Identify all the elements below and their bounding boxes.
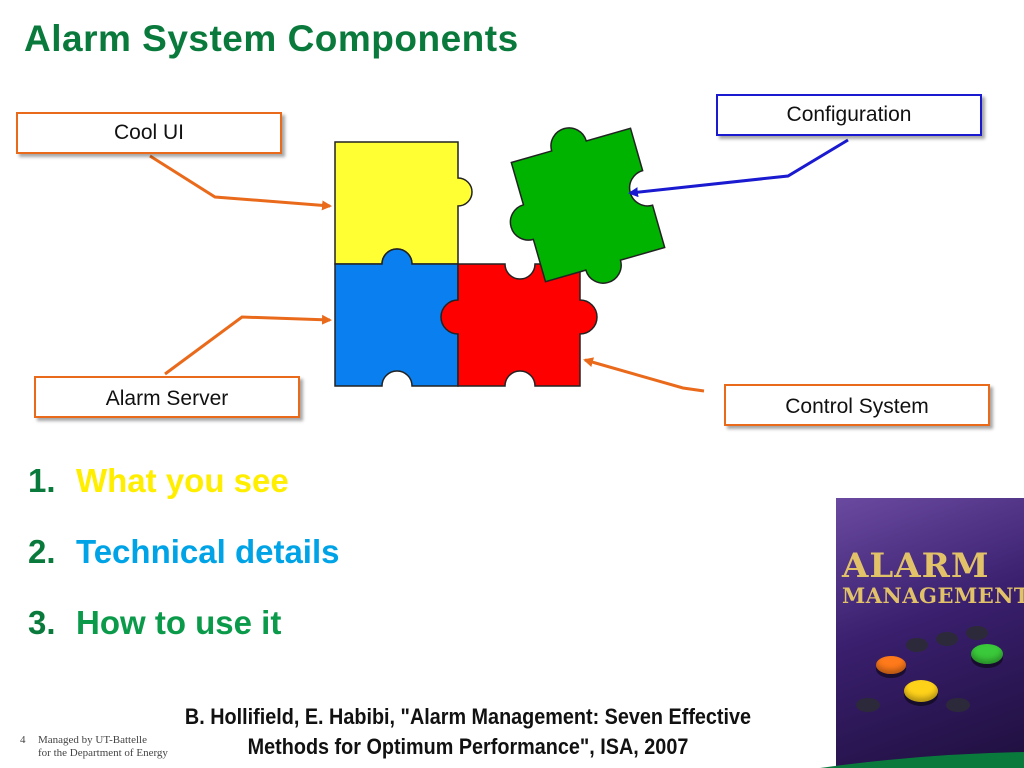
configuration-label: Configuration [786,103,912,126]
book-cover-image: ALARM MANAGEMENT: [836,498,1024,768]
puzzle-piece-blue [334,248,459,387]
puzzle-diagram [149,127,849,393]
footer-line: for the Department of Energy [38,747,168,759]
control-system-box: Control System [724,384,990,426]
list-text: What you see [76,462,289,499]
green-button-icon [971,644,1003,664]
list-text: How to use it [76,604,282,641]
list-number: 3. [28,604,56,641]
citation-line: B. Hollifield, E. Habibi, "Alarm Managem… [184,704,752,729]
arrow-control-system [583,357,705,393]
cool-ui-label: Cool UI [113,121,185,144]
puzzle-piece-red [440,263,598,387]
book-subtitle: MANAGEMENT: [842,583,1024,608]
puzzle-piece-yellow [334,141,473,265]
page-number: 4 [20,734,26,746]
control-system-label: Control System [785,395,929,418]
citation-line: Methods for Optimum Performance", ISA, 2… [247,734,689,759]
configuration-box: Configuration [716,94,982,136]
book-title: ALARM [842,546,990,586]
yellow-button-icon [904,680,938,702]
list-number: 1. [28,462,56,499]
corner-decoration [820,752,1024,768]
footer-line: Managed by UT-Battelle [38,734,147,746]
puzzle-piece-green [509,127,666,284]
alarm-server-box: Alarm Server [34,376,300,418]
orange-button-icon [876,656,906,674]
list-number: 2. [28,533,56,570]
citation: B. Hollifield, E. Habibi, "Alarm Managem… [162,702,774,762]
arrow-cool-ui [149,154,332,211]
slide-title: Alarm System Components [24,18,519,59]
arrow-alarm-server [164,314,332,376]
list-text: Technical details [76,533,340,570]
arrow-configuration [628,138,849,198]
cool-ui-box: Cool UI [16,112,282,154]
alarm-server-label: Alarm Server [105,387,229,410]
